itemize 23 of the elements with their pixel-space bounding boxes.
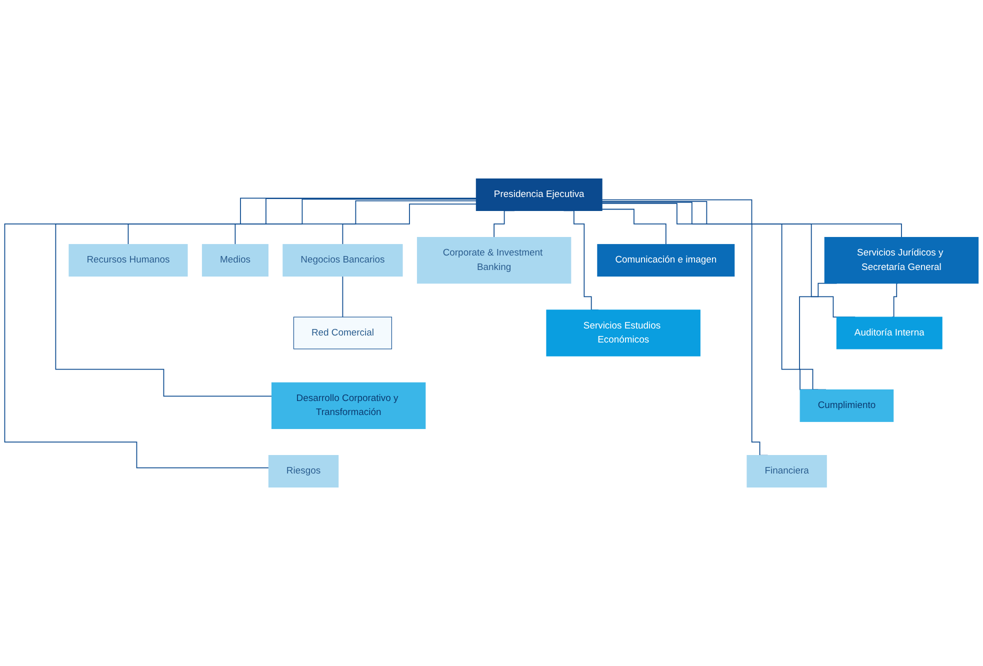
connector [602,199,902,238]
node-box: Financiera [746,455,827,488]
node-box: Servicios Estudios Económicos [546,310,700,356]
node-box: Auditoría Interna [836,316,942,350]
node-box: Red Comercial [293,316,392,350]
node-box: Medios [202,244,268,277]
connector [234,200,477,245]
connector [128,198,477,245]
node-box: Servicios Jurídicos y Secretaría General [824,236,979,284]
node-box: Riesgos [268,455,339,488]
node-box: Recursos Humanos [68,244,188,277]
connector [4,198,477,468]
node-box: Negocios Bancarios [282,244,403,277]
node-box: Desarrollo Corporativo y Transformación [271,382,426,430]
node-box: Cumplimiento [800,389,894,422]
node-box: Corporate & Investment Banking [416,236,572,284]
node-box: Presidencia Ejecutiva [476,178,602,211]
connector [342,204,477,245]
node-box: Comunicación e imagen [597,244,735,277]
connector [892,282,898,318]
connector [55,198,477,397]
connector [602,208,666,245]
connector [342,276,344,318]
